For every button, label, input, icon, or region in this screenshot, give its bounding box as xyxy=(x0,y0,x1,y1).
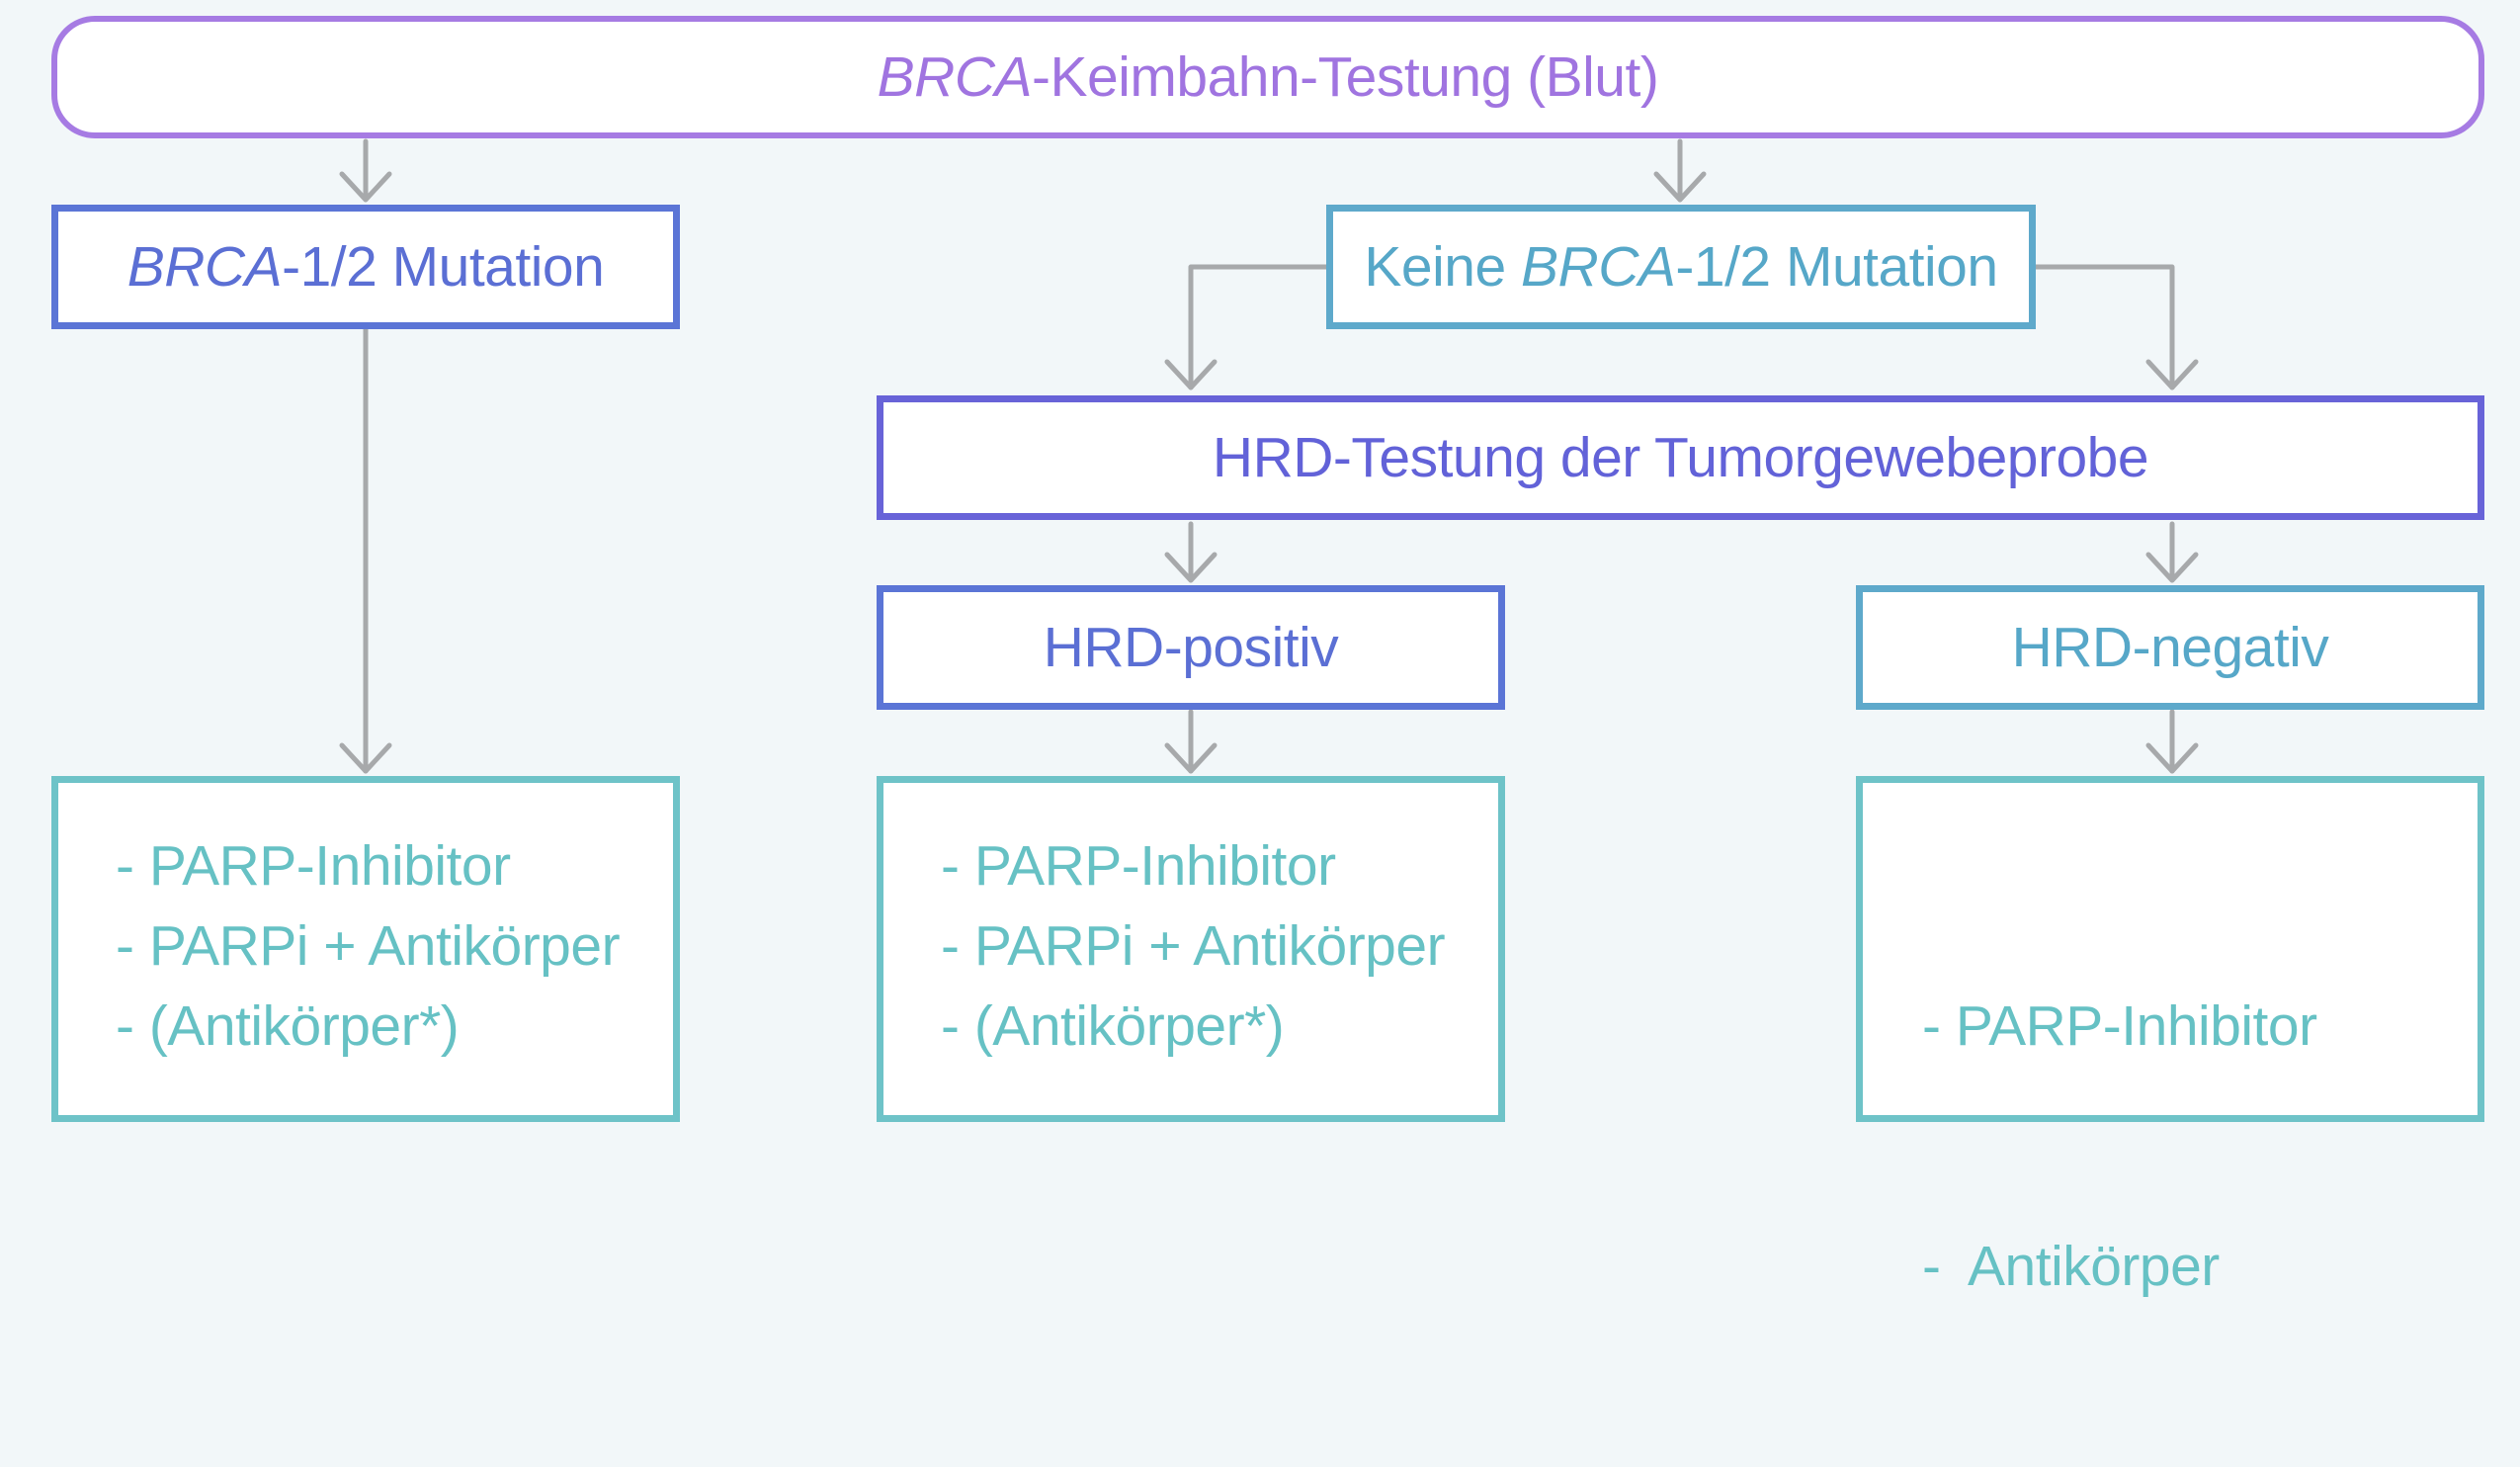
node-label: BRCA-1/2 Mutation xyxy=(127,234,605,300)
node-brca-germline-test: BRCA-Keimbahn-Testung (Blut) xyxy=(51,16,2484,138)
therapy-list: - PARP-Inhibitor - PARPi + Antikörper - … xyxy=(58,783,621,1067)
arrowhead xyxy=(2145,359,2199,390)
node-label: HRD-Testung der Tumorgewebeprobe xyxy=(1212,426,2149,489)
arrowhead xyxy=(1164,552,1218,583)
node-no-brca-mutation: Keine BRCA-1/2 Mutation xyxy=(1326,205,2036,329)
list-item: - PARPi + Antikörper xyxy=(116,914,621,978)
label-prefix: Keine xyxy=(1364,235,1522,299)
therapy-box-mutation: - PARP-Inhibitor - PARPi + Antikörper - … xyxy=(51,776,680,1122)
node-label: BRCA-Keimbahn-Testung (Blut) xyxy=(878,44,1659,110)
arrowhead xyxy=(1164,359,1218,390)
node-brca-mutation: BRCA-1/2 Mutation xyxy=(51,205,680,329)
arrowhead xyxy=(339,171,392,203)
list-item: - PARP-Inhibitor xyxy=(1922,994,2317,1058)
label-italic: BRCA xyxy=(126,235,283,299)
node-hrd-test: HRD-Testung der Tumorgewebeprobe xyxy=(877,395,2484,520)
list-item: - Antikörper xyxy=(1922,1235,2220,1298)
arrowhead xyxy=(2145,552,2199,583)
therapy-list: - PARP-Inhibitor - Antikörper xyxy=(1863,783,2317,1467)
label-italic: BRCA xyxy=(1521,235,1676,299)
node-hrd-negative: HRD-negativ xyxy=(1856,585,2484,710)
list-item: - PARPi + Antikörper xyxy=(941,914,1446,978)
label-italic: BRCA xyxy=(877,45,1033,109)
list-item: - PARP-Inhibitor xyxy=(116,834,511,898)
arrowhead xyxy=(339,742,392,774)
therapy-list: - PARP-Inhibitor - PARPi + Antikörper - … xyxy=(883,783,1446,1067)
arrowhead xyxy=(2145,742,2199,774)
connector-no-mutation-left xyxy=(1188,264,1329,390)
list-item: - (Antikörper*) xyxy=(941,994,1285,1058)
node-label: HRD-positiv xyxy=(1043,616,1339,679)
node-hrd-positive: HRD-positiv xyxy=(877,585,1505,710)
label-rest: -Keimbahn-Testung (Blut) xyxy=(1032,45,1659,109)
label-rest: -1/2 Mutation xyxy=(1675,235,1998,299)
list-item: - (Antikörper*) xyxy=(116,994,460,1058)
therapy-box-hrd-positive: - PARP-Inhibitor - PARPi + Antikörper - … xyxy=(877,776,1505,1122)
connector-no-mutation-right xyxy=(2033,264,2175,390)
arrowhead xyxy=(1653,171,1707,203)
node-label: HRD-negativ xyxy=(2011,616,2329,679)
flowchart: BRCA-Keimbahn-Testung (Blut) BRCA-1/2 Mu… xyxy=(51,16,2484,1298)
node-label: Keine BRCA-1/2 Mutation xyxy=(1364,234,1998,300)
label-rest: -1/2 Mutation xyxy=(282,235,605,299)
arrowhead xyxy=(1164,742,1218,774)
list-item: - PARP-Inhibitor xyxy=(941,834,1336,898)
therapy-box-hrd-negative: - PARP-Inhibitor - Antikörper xyxy=(1856,776,2484,1298)
